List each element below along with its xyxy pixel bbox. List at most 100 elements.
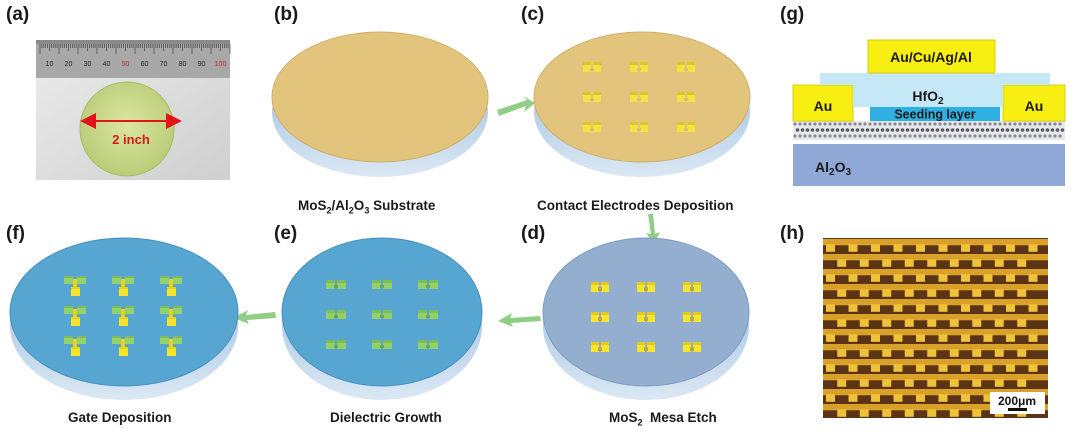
gate-pad [916,394,925,402]
sulfur-atom [928,122,932,126]
molybdenum-atom [965,128,970,132]
electrode-strip [823,374,1048,381]
gate-pad [837,409,847,417]
sulfur-atom [1048,122,1052,126]
electrode-strip [823,284,1048,291]
sulfur-atom [823,122,827,126]
panel-label-h: (h) [780,223,805,244]
wafer-mesa-etch [542,237,750,400]
seeding-layer [870,107,1000,121]
sulfur-atom [1058,134,1062,138]
wafer-contacts [533,31,751,177]
gate-pad [859,349,869,357]
sulfur-atom [853,122,857,126]
gate-pad [1028,334,1038,342]
sulfur-atom [818,134,822,138]
gate-pad [826,364,835,372]
electrode-strip [823,299,1048,306]
sulfur-atom [1048,134,1052,138]
electrode-strip [823,314,1048,321]
sulfur-atom [1018,134,1022,138]
gate-pad [949,409,959,417]
molybdenum-atom [815,128,820,132]
molybdenum-atom [1010,128,1015,132]
sulfur-atom [913,134,917,138]
gate-pad [1028,244,1038,252]
gate-pad [893,304,903,312]
gate-pad [972,409,982,417]
gate-pad [927,289,937,297]
molybdenum-atom [980,128,985,132]
molybdenum-atom [1020,128,1025,132]
gate-pad [949,379,959,387]
sulfur-atom [898,134,902,138]
device-micrograph: 200μm [823,238,1048,418]
gate-pad [859,289,869,297]
gate-pad [994,289,1004,297]
sulfur-atom [973,134,977,138]
sulfur-atom [843,122,847,126]
sulfur-atom [933,122,937,126]
gate-pad [826,304,835,312]
molybdenum-atom [1035,128,1040,132]
gate-pad [938,274,948,282]
gate-pad [859,409,869,417]
wafer-substrate [271,31,489,177]
scale-bar-label: 200μm [998,394,1036,408]
wafer-dielectric [281,237,483,400]
molybdenum-atom [935,128,940,132]
sulfur-atom [988,122,992,126]
molybdenum-atom [960,128,965,132]
caption-mesa-etch: MoS2 Mesa Etch [609,410,717,428]
scale-bar-box [990,392,1045,414]
sulfur-atom [858,134,862,138]
sulfur-atom [858,122,862,126]
electrode-strip [823,269,1048,276]
gate-pad [1028,274,1038,282]
sulfur-atom [1003,122,1007,126]
sulfur-atom [803,122,807,126]
ruler-number: 10 [46,61,54,68]
gate-pad [904,259,914,267]
gate-pad [871,364,880,372]
sulfur-atom [1003,134,1007,138]
molybdenum-atom [850,128,855,132]
sulfur-atom [938,122,942,126]
gate-pad [938,364,948,372]
sulfur-atom [813,122,817,126]
sulfur-atom [1013,122,1017,126]
sulfur-atom [963,134,967,138]
gate-pad [916,274,925,282]
sulfur-atom [868,134,872,138]
molybdenum-atom [855,128,860,132]
panel-label-f: (f) [6,223,25,244]
device-cross-section: Al2O3 Au Au HfO2 Seeding layer Au/Cu/Ag/… [792,39,1066,186]
molybdenum-atom [895,128,900,132]
sulfur-atom [983,134,987,138]
gate-pad [961,364,970,372]
gate-pad [994,319,1004,327]
sulfur-atom [1033,122,1037,126]
molybdenum-atom [1040,128,1045,132]
sulfur-atom [1038,122,1042,126]
gate-pad [916,304,925,312]
sulfur-atom [798,122,802,126]
molybdenum-atom [905,128,910,132]
sulfur-atom [923,122,927,126]
sulfur-atom [1043,122,1047,126]
sulfur-atom [828,134,832,138]
wafer-gate [9,237,239,400]
sulfur-atom [1023,134,1027,138]
molybdenum-atom [830,128,835,132]
sulfur-atom [1053,122,1057,126]
hfo2-layer [853,85,1003,107]
sulfur-atom [923,134,927,138]
sulfur-atom [963,122,967,126]
molybdenum-atom [865,128,870,132]
gate-pad [927,379,937,387]
molybdenum-atom [885,128,890,132]
gate-pad [927,349,937,357]
gate-pad [1028,364,1038,372]
gate-pad [994,349,1004,357]
